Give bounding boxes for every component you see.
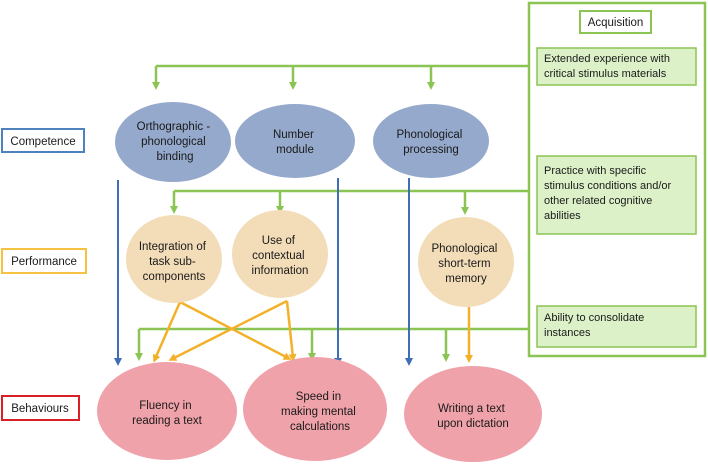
acquisition-item-3: Ability to consolidate instances	[544, 312, 647, 339]
acquisition-item-1: Extended experience with critical stimul…	[544, 53, 673, 80]
level-box-competence	[1, 128, 85, 153]
acquisition-arrows-competence	[152, 64, 530, 90]
performance-node-phonological-memory-label: Phonological short-term memory	[431, 243, 500, 285]
acquisition-arrows-performance	[170, 189, 530, 215]
acquisition-item-box-1	[536, 47, 697, 86]
acquisition-item-2: Practice with specific stimulus conditio…	[544, 165, 674, 222]
behaviour-node-fluency-label: Fluency in reading a text	[132, 400, 202, 427]
level-label-competence: Competence	[10, 136, 75, 148]
level-box-performance	[1, 248, 87, 274]
performance-node-phonological-memory	[418, 217, 514, 307]
behaviour-node-writing-label: Writing a text upon dictation	[437, 403, 509, 430]
acquisition-arrows-behaviours	[135, 327, 530, 362]
level-box-behaviours	[1, 395, 80, 421]
level-label-behaviours: Behaviours	[11, 403, 69, 415]
performance-node-integration	[126, 215, 222, 303]
behaviour-node-speed-label: Speed in making mental calculations	[281, 391, 359, 433]
competence-to-behaviour-arrows	[114, 178, 413, 366]
behaviour-node-writing	[404, 366, 542, 462]
competence-node-orthographic	[115, 102, 231, 182]
performance-to-behaviour-arrows	[152, 299, 473, 363]
competence-node-phonological-processing	[373, 104, 489, 178]
performance-node-contextual-label: Use of contextual information	[252, 235, 309, 277]
acquisition-title: Acquisition	[588, 17, 644, 29]
behaviour-node-speed	[243, 357, 387, 461]
acquisition-title-box	[579, 10, 652, 34]
performance-node-integration-label: Integration of task sub- components	[139, 241, 209, 283]
level-label-performance: Performance	[11, 256, 77, 268]
acquisition-item-box-2	[536, 155, 697, 235]
competence-node-orthographic-label: Orthographic - phonological binding	[137, 121, 214, 163]
competence-node-number	[235, 104, 355, 178]
acquisition-panel	[527, 1, 707, 358]
acquisition-item-box-3	[536, 305, 697, 348]
competence-node-number-label: Number module	[273, 129, 317, 156]
competence-node-phonological-processing-label: Phonological processing	[396, 129, 465, 156]
behaviour-node-fluency	[97, 362, 237, 460]
performance-node-contextual	[232, 210, 328, 298]
